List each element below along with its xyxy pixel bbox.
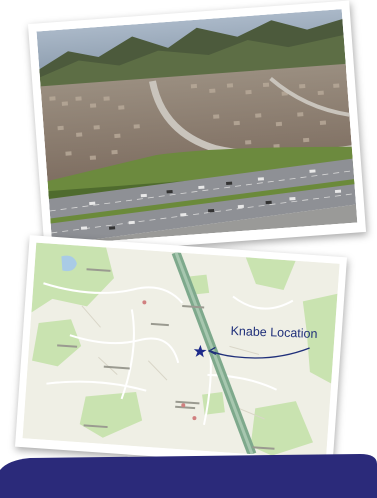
- bottom-brand-band: [0, 454, 377, 498]
- aerial-photo: [36, 9, 358, 245]
- location-map: Knabe Location: [22, 242, 340, 460]
- location-label: Knabe Location: [230, 323, 318, 341]
- aerial-photo-card: [27, 0, 367, 256]
- location-map-card: Knabe Location: [14, 235, 348, 469]
- star-icon: [193, 344, 207, 358]
- curved-arrow-icon: [207, 346, 310, 359]
